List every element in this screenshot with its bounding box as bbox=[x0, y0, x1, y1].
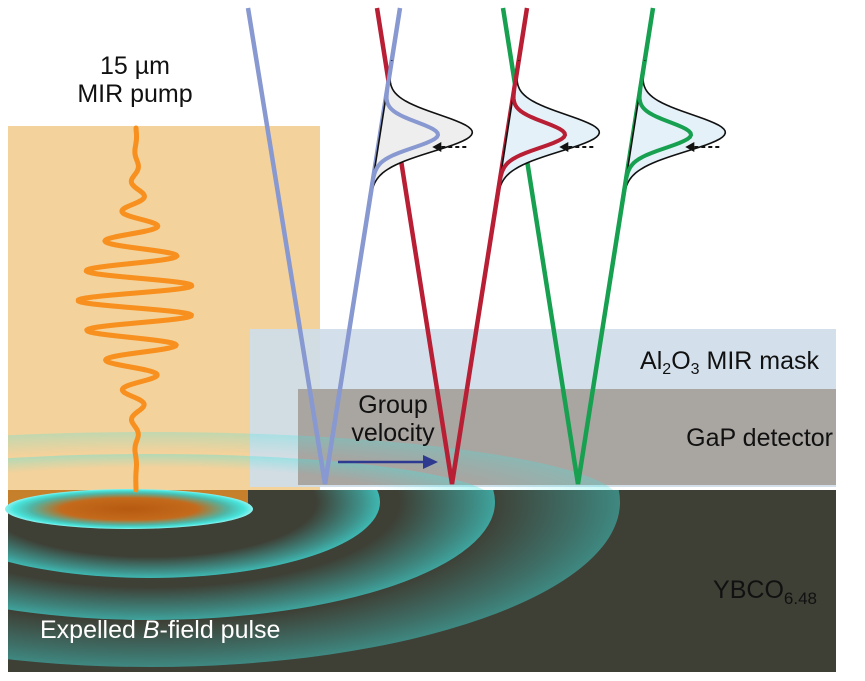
pump-spot bbox=[5, 489, 253, 529]
gap-detector-label: GaP detector bbox=[686, 424, 833, 452]
ripple-above-2 bbox=[8, 454, 484, 490]
probe-pulses bbox=[367, 60, 727, 206]
gaussian-pulse-icon bbox=[368, 60, 474, 206]
mask-part-rest: MIR mask bbox=[699, 347, 819, 375]
group-velocity-line2: velocity bbox=[351, 419, 435, 447]
arrow-left-icon bbox=[685, 142, 695, 152]
arrow-left-icon bbox=[432, 142, 442, 152]
group-velocity-line1: Group bbox=[358, 391, 428, 419]
field-ripples-above bbox=[8, 432, 614, 490]
pump-wavelength: 15 µm bbox=[100, 52, 170, 80]
mask-label: Al2O3 MIR mask bbox=[640, 347, 819, 379]
ybco-main: YBCO bbox=[713, 576, 784, 604]
expelled-field-label: Expelled B-field pulse bbox=[40, 616, 280, 644]
group-velocity-label: Group velocity bbox=[338, 391, 448, 447]
gaussian-pulse-icon bbox=[621, 60, 727, 206]
arrow-right-icon bbox=[338, 455, 438, 469]
shifted-pulse-curve bbox=[367, 60, 441, 206]
arrow-left-icon bbox=[559, 142, 569, 152]
ybco-sub: 6.48 bbox=[783, 589, 817, 608]
probe-pulse-green bbox=[620, 60, 727, 206]
pump-label: 15 µm MIR pump bbox=[60, 52, 210, 108]
mask-sub-3: 3 bbox=[690, 361, 700, 378]
mask-part-o: O bbox=[671, 347, 691, 375]
mask-sub-2: 2 bbox=[662, 361, 672, 378]
expelled-part1: Expelled bbox=[40, 616, 143, 644]
expelled-part2: -field pulse bbox=[159, 616, 281, 644]
gaussian-pulse-icon bbox=[495, 60, 601, 206]
ybco-label: YBCO6.48 bbox=[713, 576, 817, 608]
probe-pulse-blue bbox=[367, 60, 474, 206]
pump-name: MIR pump bbox=[77, 80, 193, 108]
shifted-pulse-curve bbox=[620, 60, 694, 206]
expelled-italic-b: B bbox=[142, 616, 160, 644]
probe-pulse-red bbox=[494, 60, 601, 206]
shifted-pulse-curve bbox=[494, 60, 568, 206]
mask-part-al: Al bbox=[640, 347, 663, 375]
oscillating-wave-icon bbox=[75, 125, 195, 493]
